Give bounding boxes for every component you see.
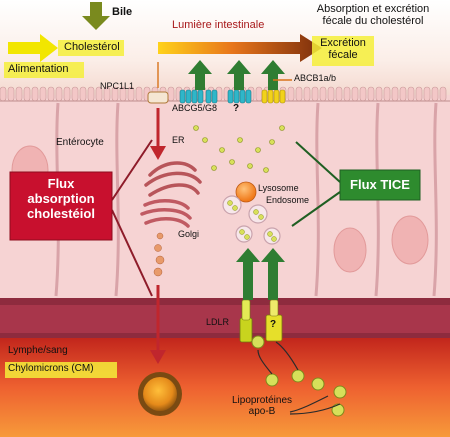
enterocyte-label: Entérocyte: [56, 137, 104, 148]
tice-up-arrows: [236, 248, 285, 300]
abcb1ab-transporter: [261, 89, 286, 104]
bile-label: Bile: [112, 6, 133, 18]
question-mark-bottom: ?: [270, 319, 277, 330]
flux-absorption-connectors: [111, 139, 153, 297]
golgi-label: Golgi: [178, 229, 200, 239]
question-mark-top: ?: [233, 103, 240, 114]
ldlr-label: LDLR: [206, 317, 230, 327]
golgi-organelle: [140, 199, 192, 228]
flux-tice-box: [339, 169, 421, 201]
diagram-title-line1: Absorption et excrétion: [316, 3, 430, 15]
abcg5g8-label: ABCG5/G8: [172, 103, 218, 113]
lipoprotein-arrows: [257, 341, 341, 415]
flux-absorption-line2: absorption: [27, 190, 95, 206]
excretion-up-arrows: [188, 60, 285, 90]
abcb1ab-label: ABCB1a/b: [294, 73, 337, 83]
lumen-label: Lumière intestinale: [172, 19, 265, 31]
lysosome-label: Lysosome: [258, 183, 299, 193]
flux-tice-label: Flux TICE: [350, 177, 410, 192]
lipoprotein-particles: [251, 335, 347, 417]
unknown-transporter: [227, 89, 252, 104]
alimentation-label: Alimentation: [8, 63, 69, 75]
absorption-vesicles: [153, 232, 165, 277]
flux-absorption-label: Flux absorption cholestéiol: [10, 176, 112, 222]
lipoproteins-label: Lipoprotéines apo-B: [222, 395, 302, 417]
lymph-blood-zone: [0, 338, 450, 437]
cholesterol-label: Cholestérol: [64, 41, 120, 53]
er-label: ER: [172, 135, 185, 145]
fecal-excretion-arrow: [158, 34, 322, 62]
excretion-label-line2: fécale: [328, 48, 358, 61]
lymph-label: Lymphe/sang: [8, 345, 68, 356]
absorption-path-arrows: [150, 108, 166, 364]
lysosome-organelle: [235, 181, 257, 203]
cell-nuclei: [11, 145, 429, 273]
diagram-title: Absorption et excrétion fécale du choles…: [298, 3, 448, 27]
bile-arrow: [82, 2, 110, 30]
lipoproteins-line2: apo-B: [248, 405, 276, 417]
excretion-label: Excrétion fécale: [316, 37, 370, 61]
lipoproteins-line1: Lipoprotéines: [231, 395, 293, 406]
excretion-label-line1: Excrétion: [320, 37, 366, 49]
abcg5g8-transporter: [179, 89, 218, 104]
endosome-contents: [227, 200, 277, 242]
flux-absorption-line3: cholestéiol: [27, 205, 95, 221]
endosome-label: Endosome: [266, 195, 310, 205]
chylomicrons-label: Chylomicrons (CM): [8, 363, 94, 374]
flux-tice-connectors: [291, 141, 341, 227]
unknown-receptor: [265, 299, 283, 342]
npc1l1-label: NPC1L1: [100, 81, 135, 91]
microvilli-brush-border: [0, 86, 447, 102]
er-organelle: [144, 161, 202, 197]
ldlr-receptor: [239, 299, 253, 343]
diagram-title-line2: fécale du cholestérol: [322, 14, 424, 27]
alimentation-arrow: [8, 34, 58, 62]
flux-absorption-box: [9, 171, 113, 241]
label-leaders: [157, 62, 292, 88]
cholesterol-particles: [193, 125, 285, 173]
npc1l1-transporter: [147, 91, 169, 104]
flux-absorption-line1: Flux: [47, 176, 75, 191]
